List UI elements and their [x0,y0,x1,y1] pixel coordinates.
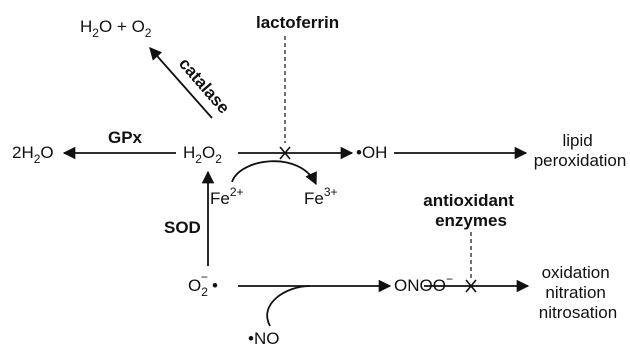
fe2-label: Fe2+ [210,185,244,208]
antioxidant-enzymes-label: antioxidant enzymes [423,191,518,230]
lactoferrin-label: lactoferrin [256,13,339,32]
peroxynitrite-label: ONOO− [394,272,453,295]
h2o2-label: H2O2 [183,143,222,166]
no-radical-label: •NO [248,329,279,348]
lipid-label: lipid peroxidation [534,131,627,170]
antioxidant-inhibition-x [465,279,477,293]
sod-label: SOD [164,218,201,237]
fe-oxidation-curve [231,160,317,186]
lactoferrin-inhibition-x [279,146,291,160]
superoxide-label: O2−• [188,270,218,299]
h2o-o2-label: H2O + O2 [80,17,152,40]
catalase-arrow [149,47,213,119]
two-h2o-label: 2H2O [12,143,54,166]
outcomes-label: oxidation nitration nitrosation [539,263,617,322]
oh-radical-label: •OH [356,143,387,162]
no-input-curve [266,285,311,327]
gpx-label: GPx [108,128,143,147]
fe3-label: Fe3+ [304,185,338,208]
